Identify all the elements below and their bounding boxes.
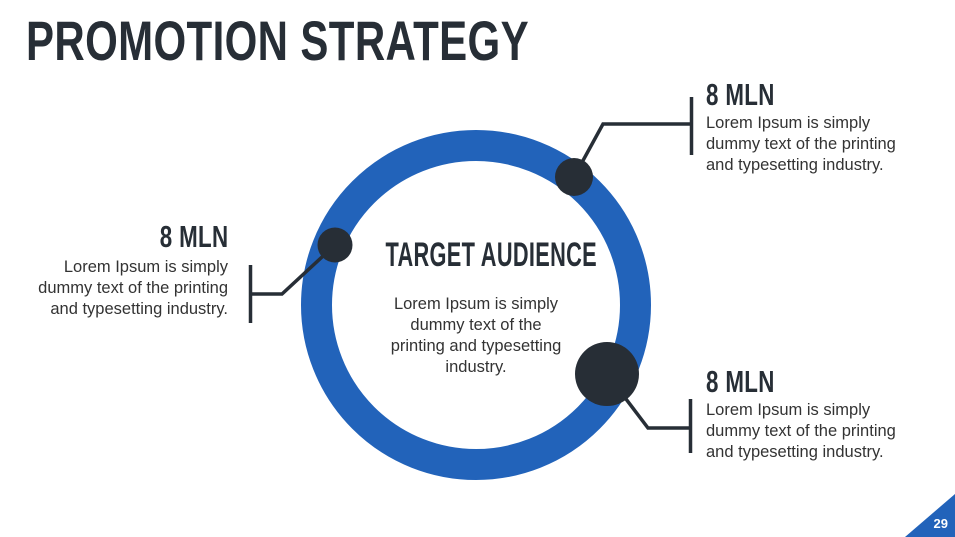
node-left (317, 227, 353, 263)
callout-top-right: 8 MLN Lorem Ipsum is simply dummy text o… (706, 79, 941, 176)
callout-left-value: 8 MLN (18, 221, 228, 252)
page-title: PROMOTION STRATEGY (26, 12, 697, 70)
corner-triangle (905, 494, 955, 537)
callout-bottom-right: 8 MLN Lorem Ipsum is simply dummy text o… (706, 366, 941, 463)
node-bottom-right (575, 342, 639, 406)
callout-left-body: Lorem Ipsum is simply dummy text of the … (38, 258, 228, 318)
page-number: 29 (933, 516, 948, 531)
node-top-right (555, 158, 593, 196)
center-body-text: Lorem Ipsum is simply dummy text of the … (390, 295, 562, 376)
callout-bottom-right-value-text: 8 MLN (706, 364, 775, 399)
callout-left: 8 MLN Lorem Ipsum is simply dummy text o… (18, 221, 228, 320)
callout-bottom-right-value: 8 MLN (706, 366, 941, 397)
center-heading-text: TARGET AUDIENCE (385, 236, 598, 274)
callout-top-right-body: Lorem Ipsum is simply dummy text of the … (706, 114, 896, 174)
callout-left-value-text: 8 MLN (159, 219, 228, 254)
connector-left (248, 243, 337, 323)
connector-top-right (572, 97, 694, 178)
callout-top-right-value: 8 MLN (706, 79, 941, 110)
target-audience-ring (301, 130, 651, 480)
page-title-text: PROMOTION STRATEGY (26, 9, 529, 72)
center-heading: TARGET AUDIENCE (326, 238, 626, 272)
callout-bottom-right-body: Lorem Ipsum is simply dummy text of the … (706, 401, 896, 461)
callout-top-right-value-text: 8 MLN (706, 77, 775, 112)
